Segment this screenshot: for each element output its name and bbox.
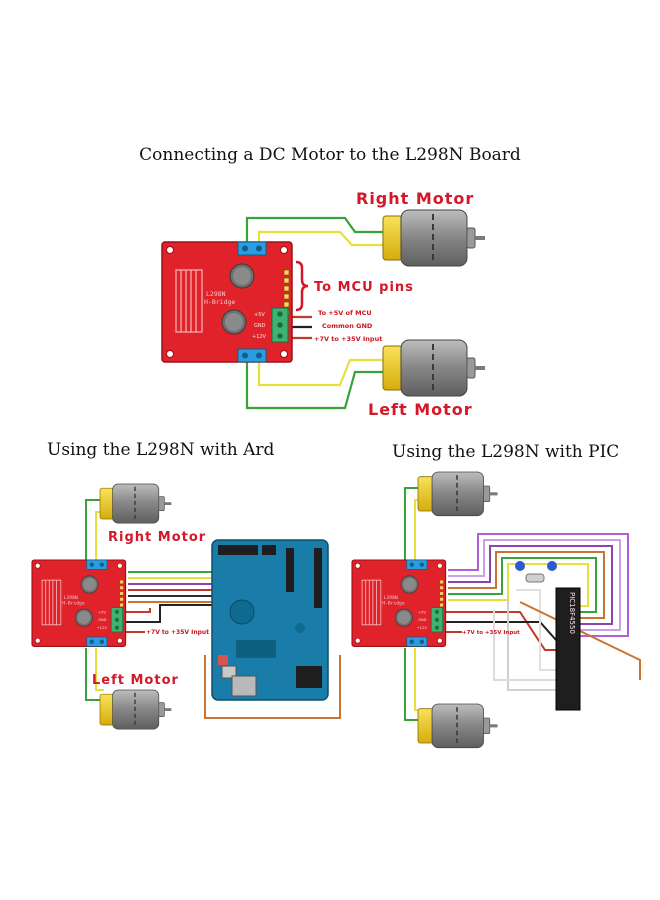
pic-right-motor	[417, 471, 499, 517]
arduino-right-motor-label: Right Motor	[108, 530, 206, 545]
top-left-motor	[382, 339, 486, 397]
top-right-motor-label: Right Motor	[356, 189, 474, 208]
main-heading: Connecting a DC Motor to the L298N Board	[139, 145, 521, 165]
arduino-left-motor-label: Left Motor	[92, 673, 179, 688]
common-gnd-label: Common GND	[322, 322, 373, 330]
arduino-board	[211, 539, 329, 701]
arduino-left-motor	[99, 689, 173, 730]
arduino-diagram: Right Motor Left Motor +7V to +35V Input	[31, 483, 341, 730]
top-diagram: Right Motor Left Motor To MCU pins To +5…	[161, 189, 486, 419]
pic-left-motor	[417, 703, 499, 749]
mcu-brace	[295, 260, 309, 312]
top-right-motor	[382, 209, 486, 267]
arduino-supply-label: +7V to +35V Input	[146, 629, 209, 636]
pic-heading: Using the L298N with PIC	[392, 442, 620, 462]
pic-part-label: PIC18F4550	[568, 592, 576, 634]
crystal-oscillator	[515, 561, 557, 583]
plus5v-label: To +5V of MCU	[318, 309, 372, 317]
supply-label: +7V to +35V Input	[314, 335, 382, 343]
arduino-l298n-board	[31, 559, 127, 647]
pic-chip: PIC18F4550	[555, 587, 581, 711]
top-left-motor-label: Left Motor	[368, 400, 473, 419]
pic-supply-label: +7V to +35V Input	[462, 630, 520, 636]
pic-diagram: PIC18F4550 +7V to +35V Input	[351, 471, 641, 749]
arduino-heading: Using the L298N with Ard	[47, 440, 275, 460]
arduino-right-motor	[99, 483, 173, 524]
pic-l298n-board	[351, 559, 447, 647]
top-l298n-board	[161, 241, 293, 363]
mcu-pins-label: To MCU pins	[314, 280, 414, 295]
